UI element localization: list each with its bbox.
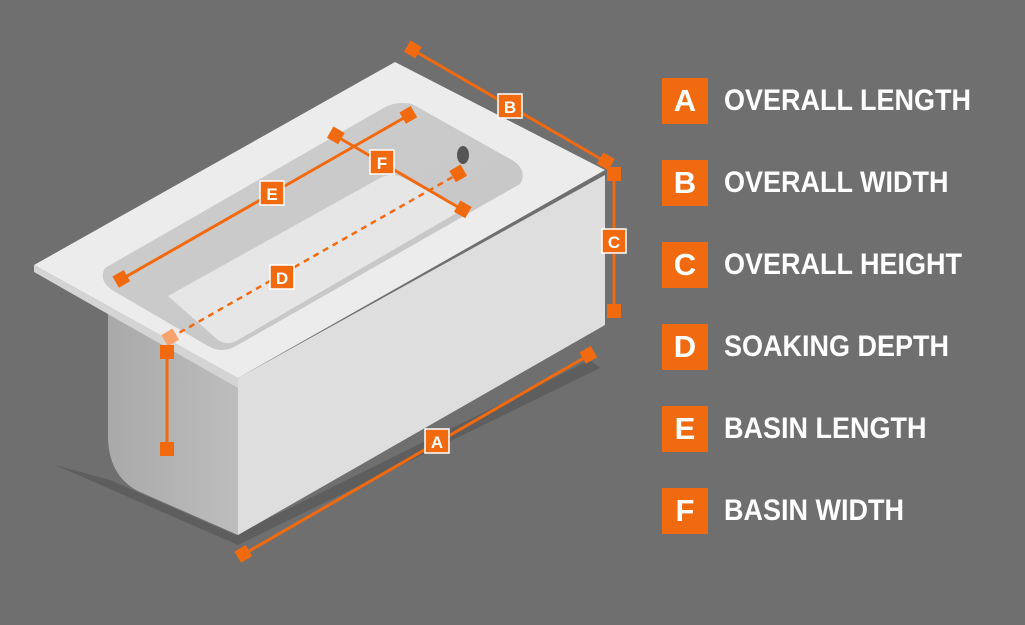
dim-line-a: [243, 353, 590, 556]
dim-b-label: B: [504, 98, 516, 117]
dim-d-label-box: [269, 264, 295, 290]
tub-basin-floor: [168, 175, 462, 343]
dim-a-label-box: [424, 428, 450, 454]
tub-top-edge: [34, 265, 238, 388]
dim-line-f: [335, 134, 464, 212]
dim-b-cap-end: [596, 152, 615, 171]
legend-label: OVERALL HEIGHT: [724, 248, 963, 281]
dim-f-label: F: [377, 154, 387, 173]
dim-d-cap-end: [449, 164, 468, 183]
dim-d-cap-start: [161, 328, 180, 347]
legend: A OVERALL LENGTH B OVERALL WIDTH C OVERA…: [662, 78, 1017, 570]
legend-label: BASIN WIDTH: [724, 494, 904, 527]
legend-label: OVERALL WIDTH: [724, 166, 949, 199]
legend-letter-badge: C: [662, 242, 708, 288]
dim-e-cap-start: [112, 269, 131, 288]
legend-letter-badge: F: [662, 488, 708, 534]
dim-c-cap-bottom: [607, 304, 621, 318]
legend-item-c: C OVERALL HEIGHT: [662, 242, 1017, 288]
legend-label: BASIN LENGTH: [724, 412, 927, 445]
dim-d-vertical-cap-top: [160, 345, 174, 359]
dim-e-label-box: [259, 180, 285, 206]
dim-b-label-box: [497, 93, 523, 119]
legend-letter-badge: D: [662, 324, 708, 370]
dim-a-cap-start: [234, 544, 253, 563]
dim-e-label: E: [266, 185, 277, 204]
legend-letter-badge: B: [662, 160, 708, 206]
dim-c-label: C: [608, 233, 620, 252]
legend-letter-badge: E: [662, 406, 708, 452]
dim-line-d: [169, 172, 459, 340]
dim-b-cap-start: [403, 40, 422, 59]
dim-d-label: D: [276, 269, 288, 288]
legend-label: SOAKING DEPTH: [724, 330, 950, 363]
dim-c-label-box: [601, 228, 627, 254]
dim-a-label: A: [431, 433, 443, 452]
legend-item-d: D SOAKING DEPTH: [662, 324, 1017, 370]
dim-a-cap-end: [579, 345, 598, 364]
legend-item-e: E BASIN LENGTH: [662, 406, 1017, 452]
dim-f-cap-end: [453, 200, 472, 219]
dim-d-vertical-cap-bottom: [160, 442, 174, 456]
legend-letter-badge: A: [662, 78, 708, 124]
dim-f-cap-start: [326, 126, 345, 145]
tub-front-apron: [238, 175, 605, 535]
drain-icon: [457, 146, 469, 164]
legend-label: OVERALL LENGTH: [724, 84, 972, 117]
legend-item-f: F BASIN WIDTH: [662, 488, 1017, 534]
legend-item-a: A OVERALL LENGTH: [662, 78, 1017, 124]
dim-e-cap-end: [399, 105, 418, 124]
dim-c-cap-top: [607, 167, 621, 181]
dim-f-label-box: [369, 149, 395, 175]
legend-item-b: B OVERALL WIDTH: [662, 160, 1017, 206]
